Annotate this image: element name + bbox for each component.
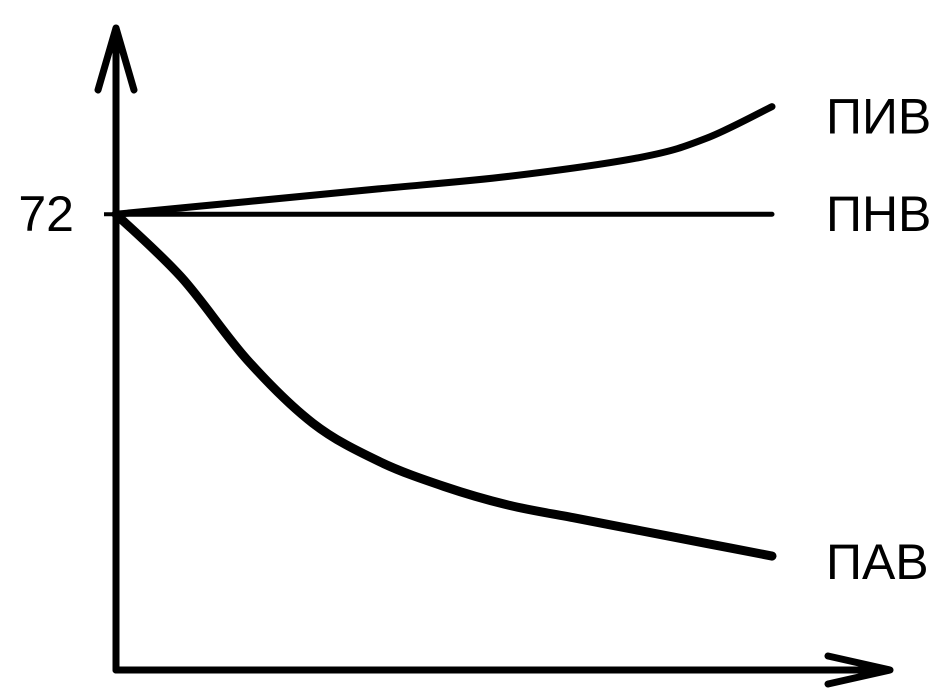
- y-axis-arrow: [94, 24, 138, 94]
- series-label-3: ПАВ: [826, 534, 929, 590]
- y-tick-label: 72: [18, 186, 74, 242]
- y-ticks: 72: [18, 186, 116, 242]
- axes: [94, 24, 894, 688]
- series-label-2: ПНВ: [826, 186, 931, 242]
- x-axis-arrow: [824, 652, 894, 688]
- series-lines: [111, 103, 777, 561]
- series-labels: ПИВ ПНВ ПАВ: [826, 89, 931, 590]
- series-label-1: ПИВ: [826, 89, 931, 145]
- series-line-1: [112, 103, 776, 218]
- series-line-3: [111, 209, 777, 561]
